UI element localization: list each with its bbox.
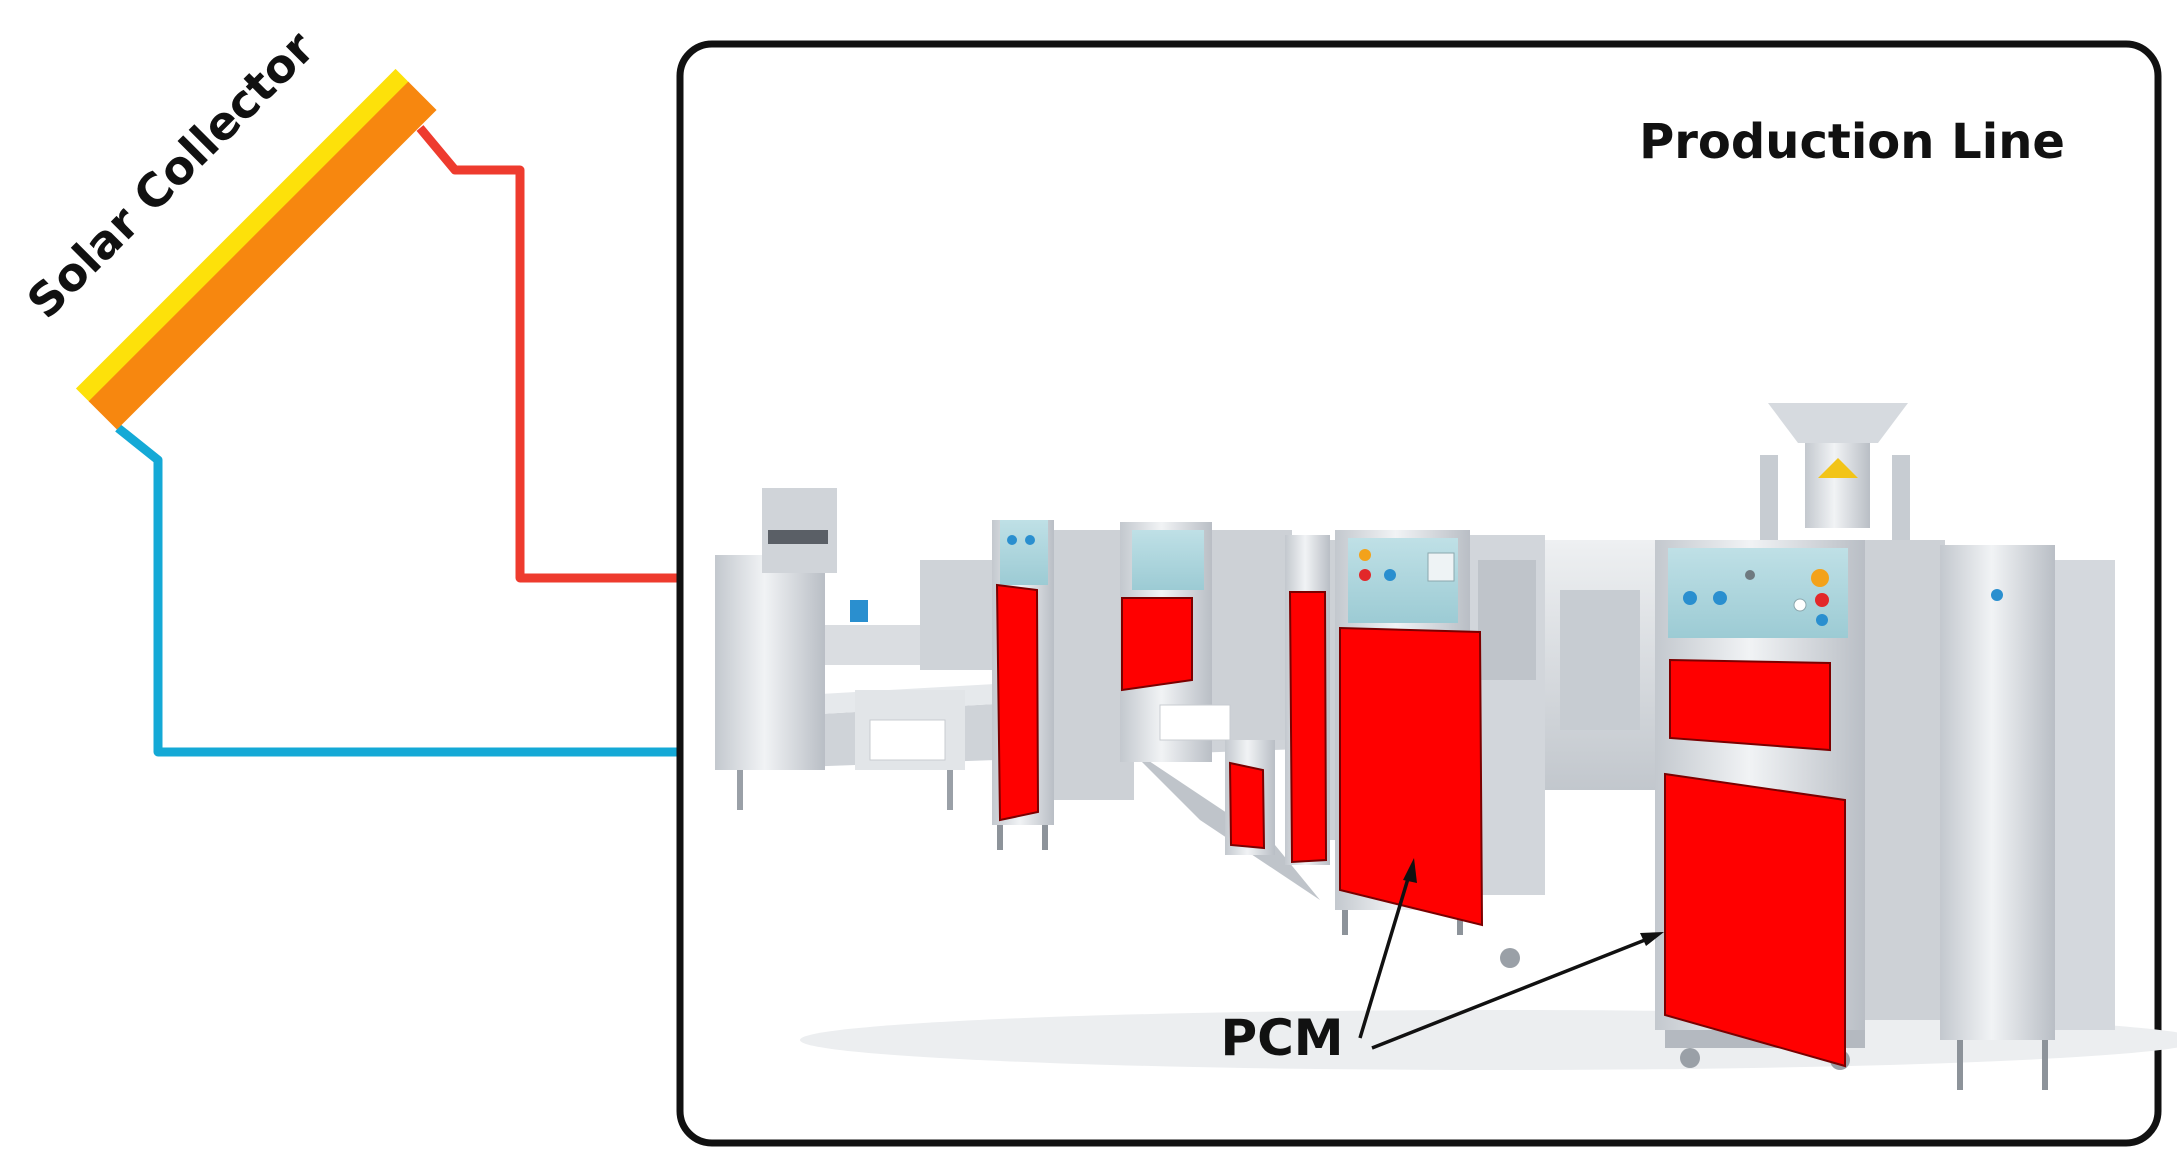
pcm-panel-5 — [1339, 626, 1484, 927]
dough-feeder — [715, 488, 1000, 810]
solar-collector-label: Solar Collector — [17, 20, 325, 328]
production-machinery — [715, 403, 2177, 1090]
pcm-pointer-arrows — [1358, 858, 1664, 1050]
pcm-panel-6 — [1669, 658, 1831, 752]
conveyor-slope — [1125, 745, 1320, 900]
solar-collector — [75, 68, 437, 430]
pcm-panel-7 — [1664, 772, 1846, 1068]
collector-glazing-edge — [75, 68, 410, 403]
tall-cabinet — [1865, 540, 2115, 1090]
pcm-label: PCM — [1220, 1009, 1343, 1067]
pcm-panel-3 — [1228, 761, 1266, 850]
hopper-tower — [1760, 403, 1910, 550]
cold-water-pipe — [115, 424, 680, 757]
hot-water-pipe — [416, 125, 680, 583]
collector-absorber — [88, 81, 437, 430]
production-line-label: Production Line — [1639, 114, 2065, 170]
pcm-panel-4 — [1288, 591, 1328, 864]
pcm-panel-2 — [1121, 597, 1193, 692]
pcm-panel-1 — [995, 583, 1040, 822]
machine-5-roller — [1560, 590, 1640, 730]
